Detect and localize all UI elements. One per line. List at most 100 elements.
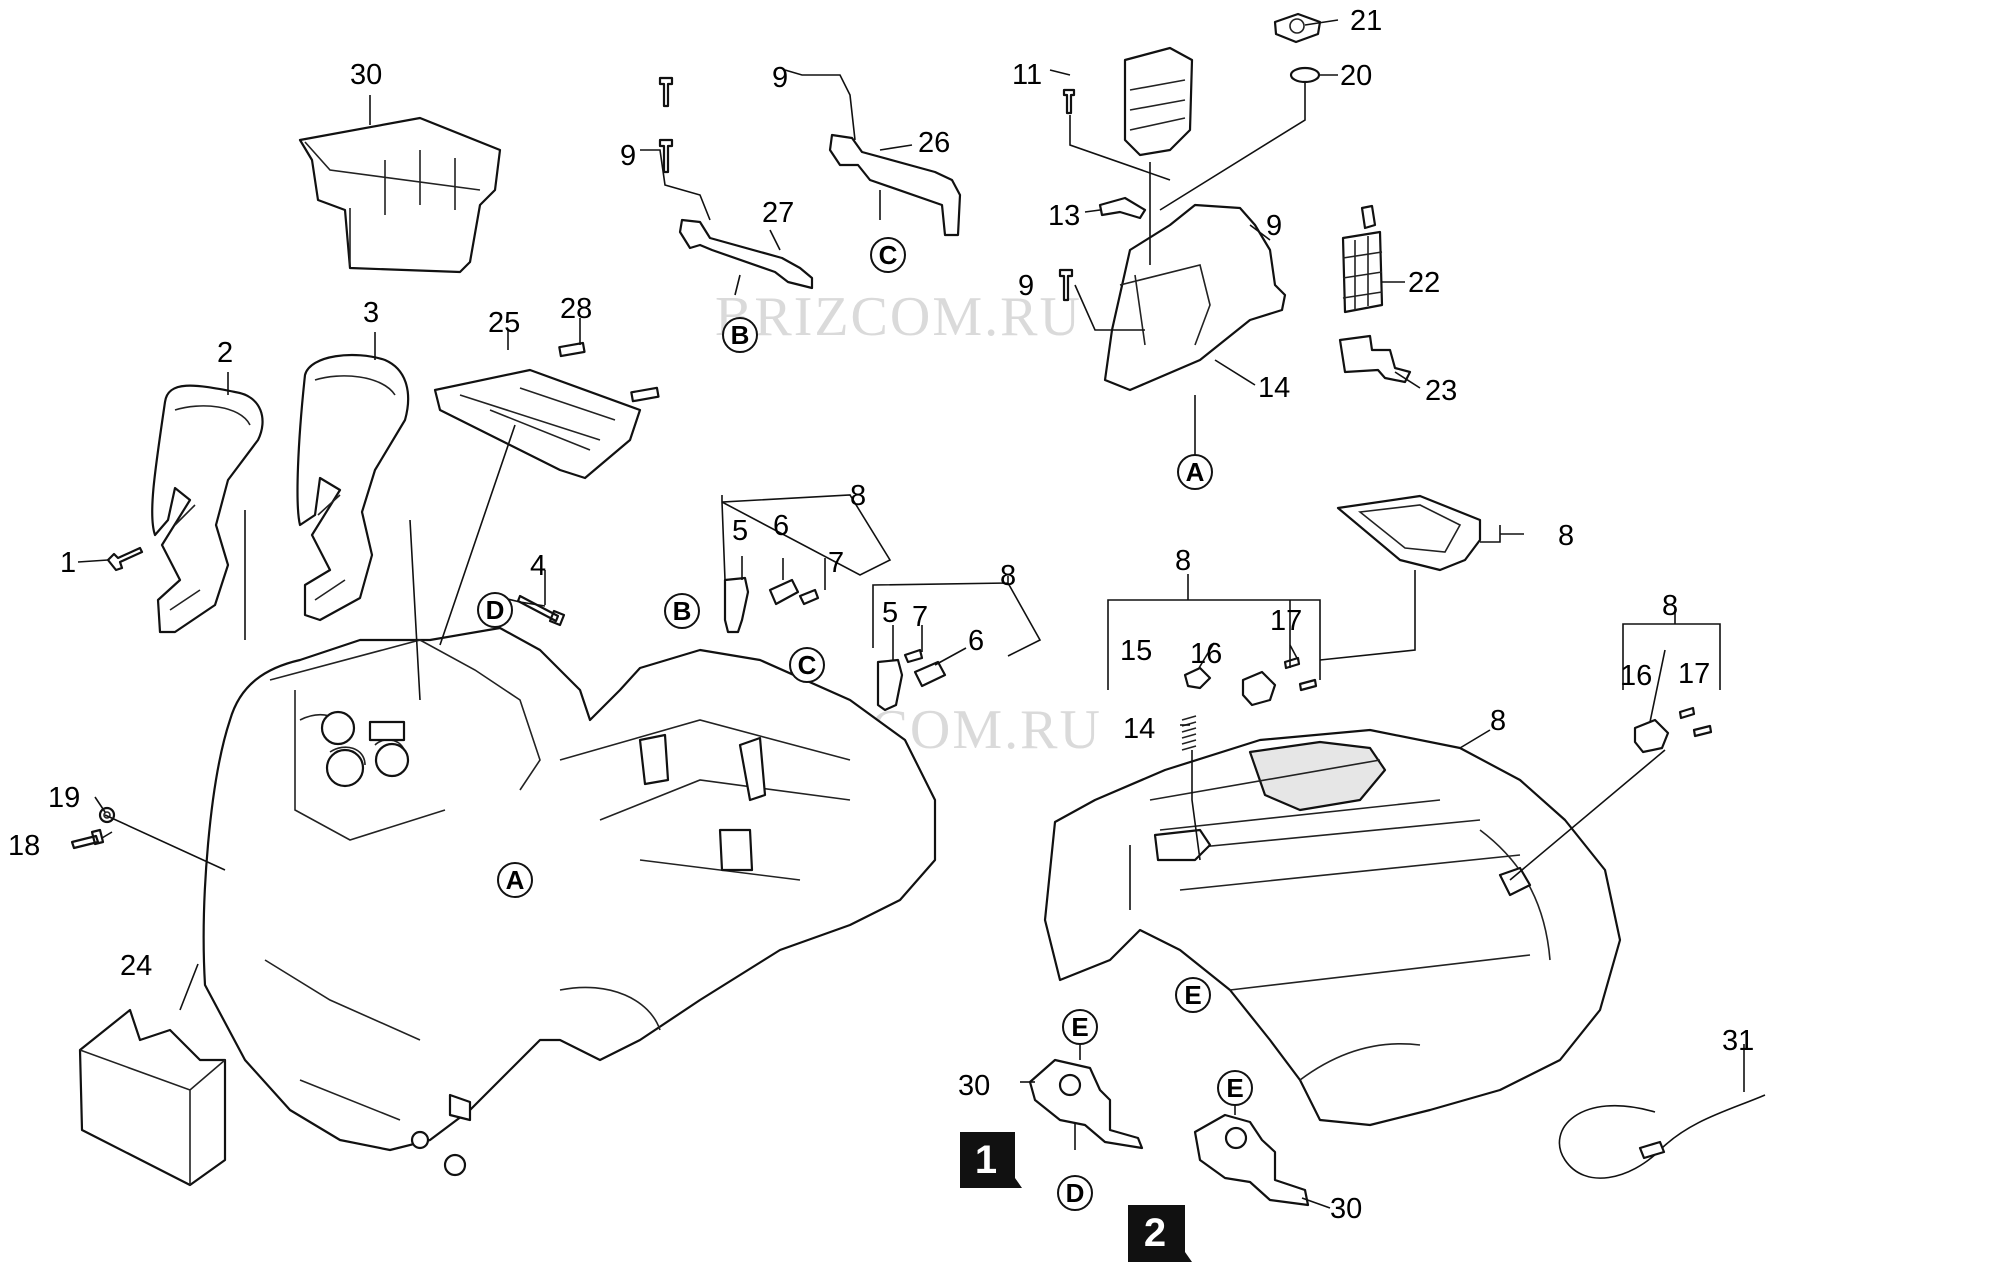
label-8-f: 8: [1662, 590, 1678, 622]
callout-c-body: C: [789, 647, 825, 683]
label-10: 13: [1048, 200, 1080, 232]
part-13-console: [1103, 203, 1287, 392]
callout-d-body: D: [477, 592, 513, 628]
svg-text:1: 1: [975, 1138, 997, 1182]
part-7-screw-b: [903, 648, 924, 664]
part-16-latch-b: [1633, 718, 1670, 754]
callout-a-top: A: [1177, 454, 1213, 490]
label-8-b: 8: [1000, 560, 1016, 592]
svg-text:E: E: [1226, 1073, 1243, 1103]
part-30-hinge-view-2: [1193, 1113, 1310, 1207]
view-tag-1: 1: [960, 1132, 1022, 1188]
label-18: 18: [8, 830, 40, 862]
svg-text:D: D: [486, 595, 505, 625]
view-tag-2: 2: [1128, 1205, 1192, 1262]
label-16-a: 16: [1190, 638, 1222, 670]
part-28-pins: [558, 341, 660, 403]
label-26: 26: [918, 127, 950, 159]
part-29-tray: [298, 116, 502, 274]
label-14: 14: [1123, 713, 1155, 745]
part-30-hinge-view-1: [1028, 1058, 1144, 1150]
part-5-clip-b: [876, 658, 904, 712]
callout-d-view-1: D: [1057, 1175, 1093, 1211]
part-labels: 30 2 3 25 28 1 4 19 18 24 8 5 6 7 8 5 7 …: [8, 5, 1754, 1225]
label-4: 4: [530, 550, 546, 582]
part-6-connector-b: [913, 660, 947, 688]
label-30-b: 30: [1330, 1193, 1362, 1225]
screw-9-a: [658, 76, 674, 108]
part-8-seat-plate: [1336, 494, 1482, 572]
screw-9-b: [658, 138, 674, 174]
label-6-a: 6: [773, 510, 789, 542]
svg-text:B: B: [673, 596, 692, 626]
label-9-c: 9: [1018, 270, 1034, 302]
screw-18: [70, 828, 105, 850]
callout-a-body: A: [497, 862, 533, 898]
label-29: 30: [350, 59, 382, 91]
main-chassis-body: [202, 626, 937, 1177]
label-13: 14: [1258, 372, 1290, 404]
part-17-pin-b: [1678, 706, 1713, 738]
leader-lines: [77, 19, 1745, 1209]
label-15: 15: [1120, 635, 1152, 667]
label-16-b: 16: [1620, 660, 1652, 692]
callout-e-view-2: E: [1217, 1070, 1253, 1106]
callout-e-hood: E: [1175, 977, 1211, 1013]
label-8-c: 8: [1558, 520, 1574, 552]
svg-text:2: 2: [1144, 1211, 1166, 1255]
label-20: 20: [1340, 60, 1372, 92]
part-25-cover-plate: [433, 368, 642, 480]
part-14-spring: [1181, 715, 1197, 751]
label-22: 22: [1408, 267, 1440, 299]
label-6-b: 6: [968, 625, 984, 657]
label-24: 24: [120, 950, 152, 982]
label-11: 11: [1012, 59, 1042, 91]
screw-11: [1062, 88, 1076, 115]
svg-text:C: C: [798, 650, 817, 680]
part-6-connector-a: [768, 578, 800, 606]
label-8-a: 8: [850, 480, 866, 512]
part-31-cable: [1558, 1094, 1766, 1179]
label-5-a: 5: [732, 515, 748, 547]
label-2: 2: [217, 337, 233, 369]
label-7-b: 7: [912, 601, 928, 633]
label-21: 21: [1350, 5, 1382, 37]
label-7-a: 7: [828, 547, 844, 579]
svg-text:A: A: [1186, 457, 1205, 487]
callout-b-body: B: [664, 593, 700, 629]
callout-b-top: B: [722, 317, 758, 353]
hood-cover: [1043, 728, 1622, 1127]
part-7-screw-a: [798, 588, 820, 606]
svg-text:C: C: [879, 240, 898, 270]
callout-c-top: C: [870, 237, 906, 273]
screw-9-c: [1058, 268, 1074, 302]
part-2-left-handle: [151, 384, 264, 634]
part-20-ring: [1289, 66, 1321, 84]
svg-text:A: A: [506, 865, 525, 895]
label-25: 25: [488, 307, 520, 339]
part-16-latch-a: [1241, 670, 1277, 707]
svg-text:E: E: [1184, 980, 1201, 1010]
part-27-bracket: [678, 218, 814, 290]
screw-4: [516, 594, 566, 627]
label-8-d: 8: [1175, 545, 1191, 577]
svg-text:D: D: [1066, 1178, 1085, 1208]
label-1: 1: [60, 547, 76, 579]
screw-1: [106, 546, 144, 572]
label-9-b: 9: [620, 140, 636, 172]
part-10-strap: [1098, 196, 1147, 220]
part-21-cap: [1273, 12, 1322, 44]
washer-19: [98, 806, 116, 824]
part-5-clip-a: [723, 576, 750, 634]
part-24-tray-box: [78, 1008, 227, 1187]
svg-text:B: B: [731, 320, 750, 350]
callout-e-view-1: E: [1062, 1009, 1098, 1045]
label-8-e: 8: [1490, 705, 1506, 737]
part-26-bracket: [828, 133, 962, 237]
label-19: 19: [48, 782, 80, 814]
part-22-keypad: [1341, 204, 1384, 314]
part-23-bracket: [1338, 334, 1412, 384]
part-3-right-handle: [296, 353, 410, 622]
label-27: 27: [762, 197, 794, 229]
